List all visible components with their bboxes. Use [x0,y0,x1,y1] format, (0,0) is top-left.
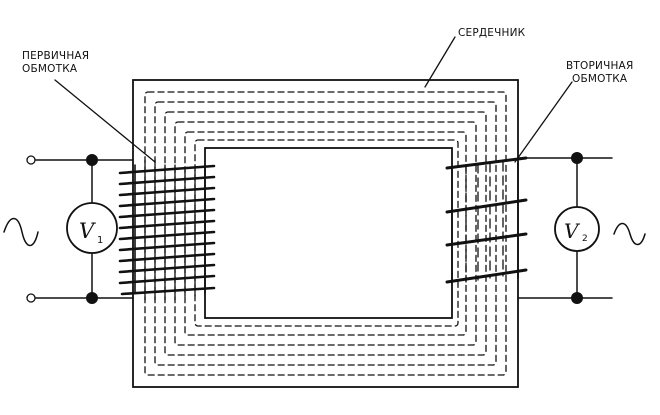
ac-source-left-icon [3,217,39,247]
secondary-circuit [517,157,613,299]
flux-line [184,131,467,336]
secondary-winding-turns [445,156,528,284]
flux-line [194,139,459,327]
primary-terminal-top [26,155,36,165]
secondary-leader-line [514,81,573,163]
primary-junction-bottom [86,292,98,304]
secondary-winding-edges [451,162,519,284]
voltmeter-v2 [554,206,600,252]
primary-winding-label-line1: ПЕРВИЧНАЯ [22,50,90,62]
core-leader-line [424,36,456,88]
primary-winding-turns [118,164,216,296]
v1-subscript: 1 [97,235,103,246]
magnetic-flux-lines [144,91,507,376]
secondary-winding-label-line1: ВТОРИЧНАЯ [566,60,634,72]
primary-circuit [35,159,134,299]
secondary-winding-guides [465,161,504,283]
primary-winding-guides [144,159,196,301]
secondary-junction-top [571,152,583,164]
secondary-winding [445,156,528,284]
v1-symbol: V [79,219,96,243]
flux-line [174,121,477,346]
v2-symbol: V [564,219,581,243]
voltmeter-v1 [66,202,118,254]
primary-winding-label-line2: ОБМОТКА [22,63,78,75]
core-window [204,147,453,319]
primary-terminal-bottom [26,293,36,303]
secondary-winding-label-line2: ОБМОТКА [572,73,628,85]
secondary-junction-bottom [571,292,583,304]
primary-leader-line [54,79,156,163]
primary-winding [118,159,216,301]
core-label: СЕРДЕЧНИК [458,27,526,39]
primary-junction-top [86,154,98,166]
v2-subscript: 2 [582,234,588,244]
ac-source-right-icon [613,222,646,246]
